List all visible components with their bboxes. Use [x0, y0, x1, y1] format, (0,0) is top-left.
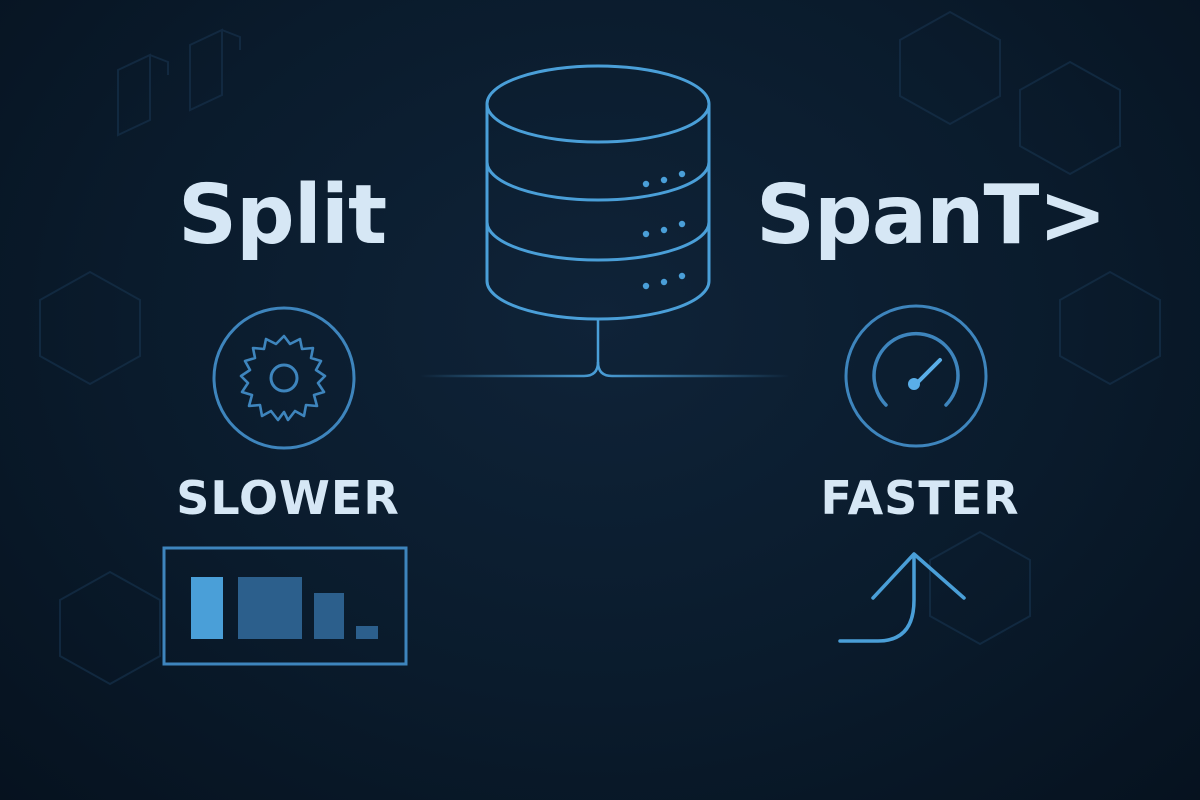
saw-blade-icon [212, 306, 356, 450]
database-icon [485, 64, 711, 321]
speedometer-icon [844, 304, 988, 448]
curved-up-arrow-icon [838, 552, 966, 643]
bar-3 [314, 593, 344, 639]
connector-lines [420, 318, 790, 378]
faster-label: FASTER [820, 471, 1020, 525]
right-title: SpanT> [756, 168, 1107, 263]
left-title: Split [178, 168, 387, 263]
bar-4 [356, 626, 378, 639]
slower-label: SLOWER [176, 471, 400, 525]
bar-2 [238, 577, 302, 639]
saw-teeth [239, 334, 327, 422]
descending-bars-icon [162, 546, 408, 666]
bar-1 [191, 577, 223, 639]
